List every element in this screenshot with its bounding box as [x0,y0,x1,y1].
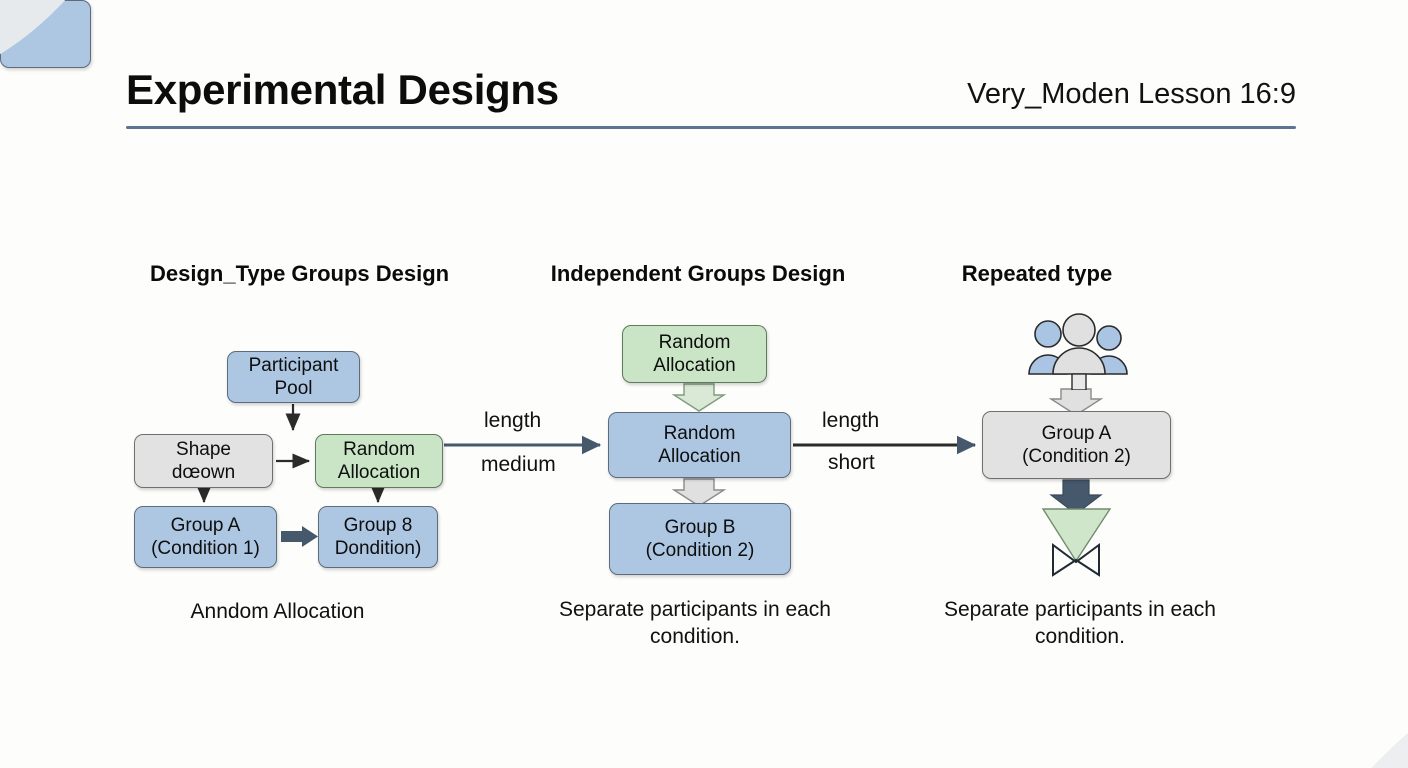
node-random-allocation-mid-top[interactable]: Random Allocation [622,325,767,383]
node-group-b-condition-2[interactable]: Group B (Condition 2) [609,503,791,575]
node-envelope-box[interactable] [0,0,91,68]
node-group-a-condition-2[interactable]: Group A (Condition 2) [982,411,1171,479]
slide-header: Experimental Designs Very_Moden Lesson 1… [126,64,1296,132]
edge-label-length-1: length [484,409,542,432]
column-caption-repeated: Separate participants in each condition. [943,598,1216,648]
people-group-icon [1028,313,1128,390]
column-heading-repeated: Repeated type [961,261,1113,286]
header-subtitle: Very_Moden Lesson 16:9 [967,78,1296,110]
node-shape-down[interactable]: Shape dœown [134,434,273,488]
node-group-8[interactable]: Group 8 Dondition) [318,506,438,568]
column-heading-independent: Independent Groups Design [550,261,846,286]
node-participant-pool[interactable]: Participant Pool [227,351,360,403]
column-caption-independent: Separate participants in each condition. [558,598,831,648]
edge-label-length-2: length [822,409,880,432]
header-divider [126,126,1296,129]
edge-label-short: short [828,451,875,474]
column-heading-design-type: Design_Type Groups Design [150,261,450,286]
node-random-allocation-mid[interactable]: Random Allocation [608,412,791,478]
edge-label-medium: medium [481,453,556,476]
node-random-allocation-left[interactable]: Random Allocation [315,434,443,488]
page-title: Experimental Designs [126,66,559,113]
column-caption-design-type: Anndom Allocation [190,600,365,623]
node-group-a-condition-1[interactable]: Group A (Condition 1) [134,506,277,568]
